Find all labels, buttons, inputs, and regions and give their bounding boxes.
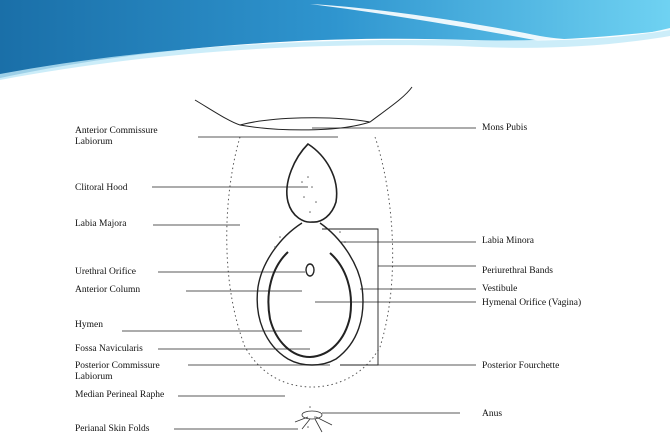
label-anus: Anus <box>482 409 502 420</box>
label-periurethral-bands: Periurethral Bands <box>482 266 553 277</box>
label-hymen: Hymen <box>75 320 103 331</box>
label-median-perineal-raphe: Median Perineal Raphe <box>75 390 164 401</box>
label-anterior-column: Anterior Column <box>75 285 140 296</box>
label-fossa-navicularis: Fossa Navicularis <box>75 344 143 355</box>
label-posterior-commissure: Posterior Commissure Labiorum <box>75 361 160 383</box>
label-labia-minora: Labia Minora <box>482 236 534 247</box>
label-vestibule: Vestibule <box>482 284 517 295</box>
label-hymenal-orifice: Hymenal Orifice (Vagina) <box>482 298 581 309</box>
label-urethral-orifice: Urethral Orifice <box>75 267 136 278</box>
diagram-panel: Anterior Commissure Labiorum Clitoral Ho… <box>40 77 660 448</box>
banner-band <box>0 0 670 78</box>
urethral-orifice <box>306 264 314 276</box>
label-labia-majora: Labia Majora <box>75 219 126 230</box>
label-posterior-fourchette: Posterior Fourchette <box>482 361 559 372</box>
clitoral-hood-outline <box>287 144 337 222</box>
labia-majora-outline <box>227 137 393 387</box>
label-clitoral-hood: Clitoral Hood <box>75 183 128 194</box>
mons-outline <box>195 87 412 125</box>
label-perianal-skin-folds: Perianal Skin Folds <box>75 424 149 435</box>
hymen-outline <box>268 252 351 357</box>
label-mons-pubis: Mons Pubis <box>482 123 527 134</box>
labia-minora-outline <box>257 223 363 365</box>
mons-fold <box>240 122 370 130</box>
anus-drawing <box>295 411 332 432</box>
label-anterior-commissure: Anterior Commissure Labiorum <box>75 126 158 148</box>
